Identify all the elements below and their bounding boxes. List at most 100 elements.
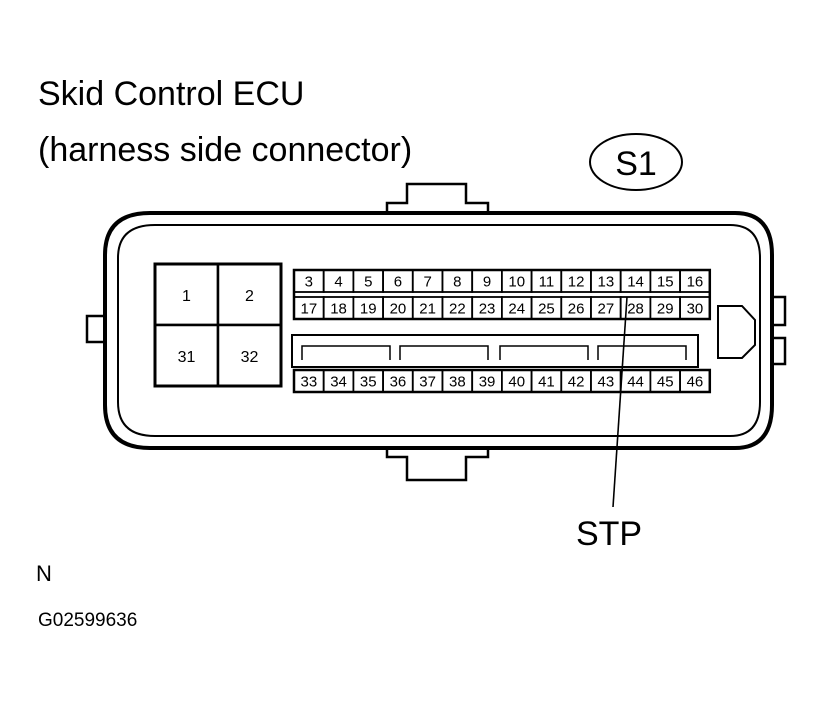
terminal-45: 45: [649, 369, 682, 393]
terminal-label: 13: [598, 274, 615, 291]
terminal-6: 6: [382, 269, 414, 293]
terminal-11: 11: [530, 269, 563, 293]
terminal-label: 6: [394, 274, 402, 291]
terminal-label: 26: [568, 301, 585, 318]
terminal-label: 1: [182, 288, 191, 305]
separator-slot: [291, 334, 699, 368]
terminal-label: 33: [301, 374, 318, 391]
terminal-label: 35: [360, 374, 377, 391]
terminal-38: 38: [441, 369, 474, 393]
terminal-26: 26: [560, 296, 592, 320]
diagram-title: Skid Control ECU: [38, 75, 305, 113]
terminal-label: 17: [301, 301, 318, 318]
stp-label: STP: [576, 515, 642, 553]
terminal-label: 8: [453, 274, 461, 291]
terminal-2: 2: [216, 262, 283, 327]
terminal-label: 3: [305, 274, 313, 291]
terminal-label: 39: [479, 374, 496, 391]
terminal-label: 19: [360, 301, 377, 318]
stp-leader-line: [612, 296, 628, 508]
terminal-label: 30: [687, 301, 704, 318]
terminal-label: 38: [449, 374, 466, 391]
terminal-44: 44: [619, 369, 652, 393]
terminal-label: 44: [627, 374, 644, 391]
lower-grid-outline: [292, 368, 712, 394]
terminal-label: 23: [479, 301, 496, 318]
terminal-4: 4: [322, 269, 355, 293]
terminal-label: 41: [538, 374, 555, 391]
terminal-label: 45: [657, 374, 674, 391]
terminal-40: 40: [500, 369, 533, 393]
terminal-42: 42: [560, 369, 592, 393]
terminal-label: 29: [657, 301, 674, 318]
terminal-label: 40: [508, 374, 525, 391]
connector-inner-wall: [117, 224, 761, 437]
terminal-19: 19: [352, 296, 384, 320]
right-key: [717, 305, 756, 359]
terminal-35: 35: [352, 369, 384, 393]
terminal-label: 10: [508, 274, 525, 291]
terminal-31: 31: [153, 323, 220, 388]
terminal-8: 8: [441, 269, 474, 293]
diagram-subtitle: (harness side connector): [38, 131, 413, 169]
terminal-36: 36: [382, 369, 414, 393]
terminal-10: 10: [500, 269, 533, 293]
terminal-17: 17: [293, 296, 325, 320]
terminal-label: 28: [627, 301, 644, 318]
terminal-label: 34: [330, 374, 347, 391]
terminal-25: 25: [530, 296, 563, 320]
terminal-label: 15: [657, 274, 674, 291]
terminal-label: 14: [627, 274, 644, 291]
terminal-label: 12: [568, 274, 585, 291]
terminal-label: 46: [687, 374, 704, 391]
terminal-label: 37: [419, 374, 436, 391]
terminal-1: 1: [153, 262, 220, 327]
terminal-label: 5: [364, 274, 372, 291]
terminal-label: 22: [449, 301, 466, 318]
terminal-41: 41: [530, 369, 563, 393]
terminal-34: 34: [322, 369, 355, 393]
terminal-22: 22: [441, 296, 474, 320]
terminal-label: 2: [245, 288, 254, 305]
terminal-43: 43: [590, 369, 622, 393]
terminal-label: 16: [687, 274, 704, 291]
terminal-24: 24: [500, 296, 533, 320]
terminal-label: 27: [598, 301, 615, 318]
terminal-30: 30: [679, 296, 711, 320]
terminal-39: 39: [471, 369, 503, 393]
terminal-23: 23: [471, 296, 503, 320]
terminal-15: 15: [649, 269, 682, 293]
slot-rib-2: [399, 345, 489, 360]
terminal-7: 7: [411, 269, 444, 293]
terminal-9: 9: [471, 269, 503, 293]
connector-code-ellipse: [589, 133, 683, 191]
terminal-5: 5: [352, 269, 384, 293]
upper-grid-outline: [292, 268, 712, 321]
terminal-label: 36: [390, 374, 407, 391]
slot-rib-1: [301, 345, 391, 360]
terminal-label: 11: [539, 274, 555, 291]
large-terminal-block: 1 2 31 32: [153, 262, 283, 388]
connector-code-label: S1: [615, 145, 657, 183]
terminal-14: 14: [619, 269, 652, 293]
slot-rib-3: [499, 345, 589, 360]
figure-code: G02599636: [38, 610, 138, 631]
terminal-37: 37: [411, 369, 444, 393]
terminal-32: 32: [216, 323, 283, 388]
terminal-label: 24: [508, 301, 525, 318]
terminal-label: 7: [423, 274, 431, 291]
terminal-label: 31: [178, 349, 196, 366]
terminal-label: 21: [419, 301, 436, 318]
terminal-21: 21: [411, 296, 444, 320]
terminal-label: 18: [330, 301, 347, 318]
terminal-label: 25: [538, 301, 555, 318]
terminal-label: 32: [241, 349, 259, 366]
bottom-latch: [385, 444, 490, 482]
slot-rib-4: [597, 345, 687, 360]
terminal-20: 20: [382, 296, 414, 320]
terminal-28: 28: [619, 296, 652, 320]
terminal-3: 3: [293, 269, 325, 293]
terminal-13: 13: [590, 269, 622, 293]
